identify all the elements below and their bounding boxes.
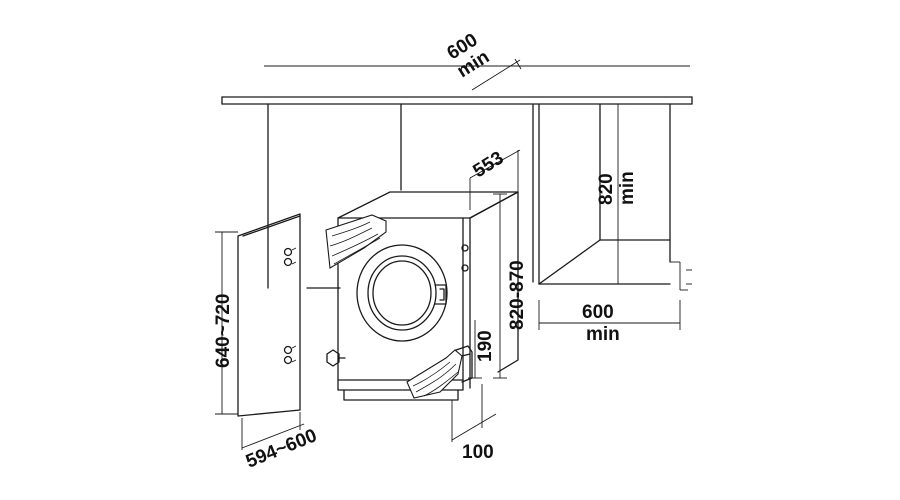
- door-height-dimension: 640~720: [213, 231, 238, 415]
- plinth-depth-value: 100: [462, 442, 494, 463]
- door-height-value: 640~720: [213, 294, 234, 369]
- cabinet-depth-dimension: 600 min: [538, 300, 681, 345]
- cabinet-depth-unit: min: [586, 324, 620, 345]
- plinth-height-dimension: 190: [468, 320, 496, 379]
- door-width-dimension: 594~600: [241, 412, 320, 473]
- cabinet-height-value: 820: [596, 173, 617, 205]
- plinth-depth-dimension: 100: [451, 384, 497, 463]
- niche-height-dimension: 820-870: [493, 193, 528, 379]
- depth-value: 553: [470, 148, 508, 183]
- niche-height-value: 820-870: [507, 260, 528, 330]
- cabinet-height-unit: min: [617, 171, 638, 205]
- washing-machine: [326, 191, 519, 401]
- top-width-dimension: 600 min: [264, 30, 690, 91]
- top-wood-block: [325, 214, 387, 269]
- plinth-height-value: 190: [475, 330, 496, 362]
- depth-dimension: 553: [470, 148, 521, 210]
- cabinet-frame: [267, 103, 692, 291]
- worktop: [221, 96, 693, 105]
- bottom-wood-block: [406, 349, 463, 399]
- cabinet-height-dimension: 820 min: [596, 103, 638, 285]
- bottom-bracket: [455, 345, 473, 383]
- door-panel: [237, 213, 301, 417]
- cabinet-depth-value: 600: [582, 302, 614, 323]
